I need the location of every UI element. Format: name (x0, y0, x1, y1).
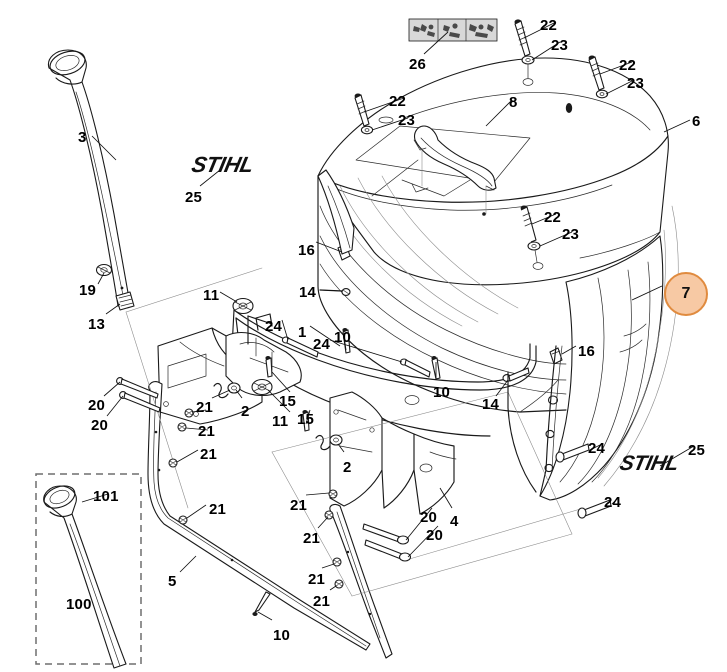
callout-26[interactable]: 26 (409, 56, 427, 73)
spring-clip-2-b (315, 434, 343, 451)
spring-clip-2-a (213, 382, 241, 399)
callout-6[interactable]: 6 (692, 113, 701, 130)
knob-11-a (232, 297, 254, 315)
callout-16[interactable]: 16 (578, 343, 596, 360)
pin-20-b (119, 391, 161, 413)
washer-23-a (521, 55, 535, 86)
safety-decal-26 (408, 18, 498, 42)
callout-2[interactable]: 2 (343, 459, 352, 476)
lower-handle-bar-right (329, 503, 393, 659)
right-bracket (329, 391, 457, 515)
screw-15-a (265, 356, 273, 378)
callout-15[interactable]: 15 (297, 411, 315, 428)
washer-19 (95, 263, 113, 277)
callout-21[interactable]: 21 (196, 399, 214, 416)
screw-15-b (302, 410, 310, 432)
screw-10-c (342, 328, 351, 354)
callout-10[interactable]: 10 (433, 384, 451, 401)
callout-2[interactable]: 2 (241, 403, 250, 420)
stihl-wordmark: STIHL (189, 152, 256, 177)
callout-22[interactable]: 22 (540, 17, 558, 34)
callout-14[interactable]: 14 (299, 284, 317, 301)
screw-22-d (520, 205, 537, 243)
callout-21[interactable]: 21 (303, 530, 321, 547)
highlighted-part-badge[interactable]: 7 (664, 272, 708, 316)
nut-cluster-21 (168, 408, 344, 589)
stihl-wordmark: STIHL (617, 452, 681, 475)
callout-14[interactable]: 14 (482, 396, 500, 413)
leader-lines (81, 21, 695, 621)
callout-21[interactable]: 21 (313, 593, 331, 610)
callout-22[interactable]: 22 (619, 57, 637, 74)
washer-23-c (360, 125, 374, 135)
callout-25[interactable]: 25 (688, 442, 706, 459)
callout-19[interactable]: 19 (79, 282, 97, 299)
callout-8[interactable]: 8 (509, 94, 518, 111)
carry-handle-8 (401, 125, 497, 216)
bolt-24-c (555, 443, 590, 463)
knob-11-b (251, 378, 273, 396)
bolt-14-a (319, 288, 351, 296)
callout-23[interactable]: 23 (562, 226, 580, 243)
bolt-24-a (281, 336, 319, 358)
callout-4[interactable]: 4 (450, 513, 459, 530)
callout-24[interactable]: 24 (265, 318, 283, 335)
callout-22[interactable]: 22 (389, 93, 407, 110)
callout-16[interactable]: 16 (298, 242, 316, 259)
callout-24[interactable]: 24 (604, 494, 622, 511)
bolt-24-d (577, 499, 612, 519)
callout-20[interactable]: 20 (88, 397, 106, 414)
screw-22-c (354, 93, 370, 127)
callout-20[interactable]: 20 (426, 527, 444, 544)
callout-100[interactable]: 100 (66, 596, 92, 613)
callout-20[interactable]: 20 (91, 417, 109, 434)
callout-15[interactable]: 15 (279, 393, 297, 410)
central-hub (225, 313, 302, 397)
callout-1[interactable]: 1 (298, 324, 307, 341)
callout-21[interactable]: 21 (209, 501, 227, 518)
end-cap-13 (115, 291, 135, 311)
pin-20-a (116, 377, 159, 399)
callout-24[interactable]: 24 (588, 440, 606, 457)
box-side-rib (507, 345, 563, 497)
callout-21[interactable]: 21 (308, 571, 326, 588)
callout-101[interactable]: 101 (93, 488, 119, 505)
inset-dashed-box (35, 473, 142, 669)
callout-3[interactable]: 3 (78, 129, 87, 146)
callout-10[interactable]: 10 (273, 627, 291, 644)
callout-22[interactable]: 22 (544, 209, 562, 226)
lower-handle-bar-5 (147, 381, 371, 651)
callout-24[interactable]: 24 (313, 336, 331, 353)
callout-23[interactable]: 23 (398, 112, 416, 129)
callout-25[interactable]: 25 (185, 189, 203, 206)
ghost-deck-outline (125, 267, 585, 597)
callout-20[interactable]: 20 (420, 509, 438, 526)
callout-21[interactable]: 21 (290, 497, 308, 514)
handle-tube-3 (47, 49, 131, 307)
pin-20-c (362, 523, 410, 545)
screw-10-b (252, 591, 271, 616)
screw-22-b (588, 55, 605, 91)
callout-21[interactable]: 21 (200, 446, 218, 463)
callout-11[interactable]: 11 (203, 287, 220, 304)
box-left-wing (317, 169, 355, 255)
screw-22-a (514, 19, 531, 57)
catcher-upper-shell (317, 57, 669, 286)
callout-23[interactable]: 23 (627, 75, 645, 92)
callout-21[interactable]: 21 (198, 423, 216, 440)
callout-11[interactable]: 11 (272, 413, 289, 430)
washer-23-b (595, 89, 609, 99)
callout-13[interactable]: 13 (88, 316, 106, 333)
pin-20-d (364, 539, 412, 562)
callout-5[interactable]: 5 (168, 573, 177, 590)
callout-23[interactable]: 23 (551, 37, 569, 54)
callout-10[interactable]: 10 (334, 329, 352, 346)
bolt-14-b (502, 367, 530, 382)
bolt-24-b (399, 358, 431, 378)
